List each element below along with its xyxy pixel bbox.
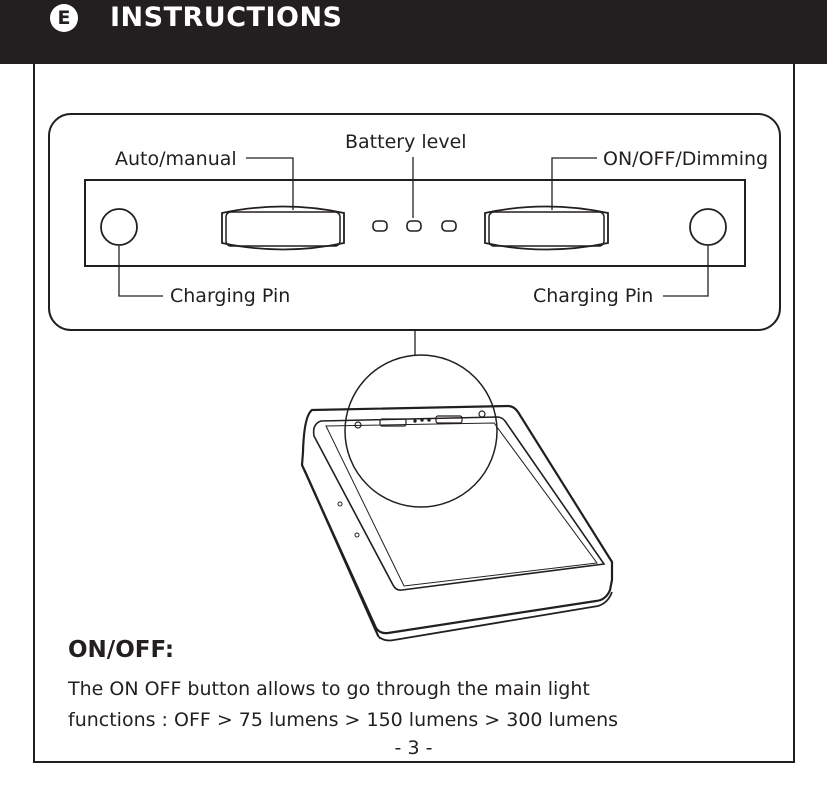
page-frame [33, 64, 795, 763]
section-heading: ON/OFF: [68, 637, 175, 663]
body-text-line-2: functions : OFF > 75 lumens > 150 lumens… [68, 709, 619, 731]
on-off-dimming-button [484, 205, 609, 251]
battery-level-label: Battery level [345, 131, 467, 153]
page-title: INSTRUCTIONS [110, 2, 343, 33]
control-panel [84, 179, 746, 267]
section-letter-badge: E [50, 4, 78, 32]
page-number: - 3 - [394, 737, 433, 759]
lamp-device [300, 354, 614, 642]
charging-pin-right-label: Charging Pin [533, 285, 654, 307]
callout-leader-lines [118, 157, 709, 356]
body-text-line-1: The ON OFF button allows to go through t… [68, 678, 590, 700]
page-header: E INSTRUCTIONS [0, 0, 827, 64]
on-off-dimming-label: ON/OFF/Dimming [603, 148, 769, 170]
charging-pin-left-label: Charging Pin [170, 285, 291, 307]
auto-manual-label: Auto/manual [115, 148, 237, 170]
charging-pin-right-icon [689, 208, 727, 246]
battery-level-leds [372, 220, 457, 232]
magnifier-circle [344, 354, 498, 508]
charging-pin-left-icon [100, 208, 138, 246]
auto-manual-button [221, 205, 345, 251]
